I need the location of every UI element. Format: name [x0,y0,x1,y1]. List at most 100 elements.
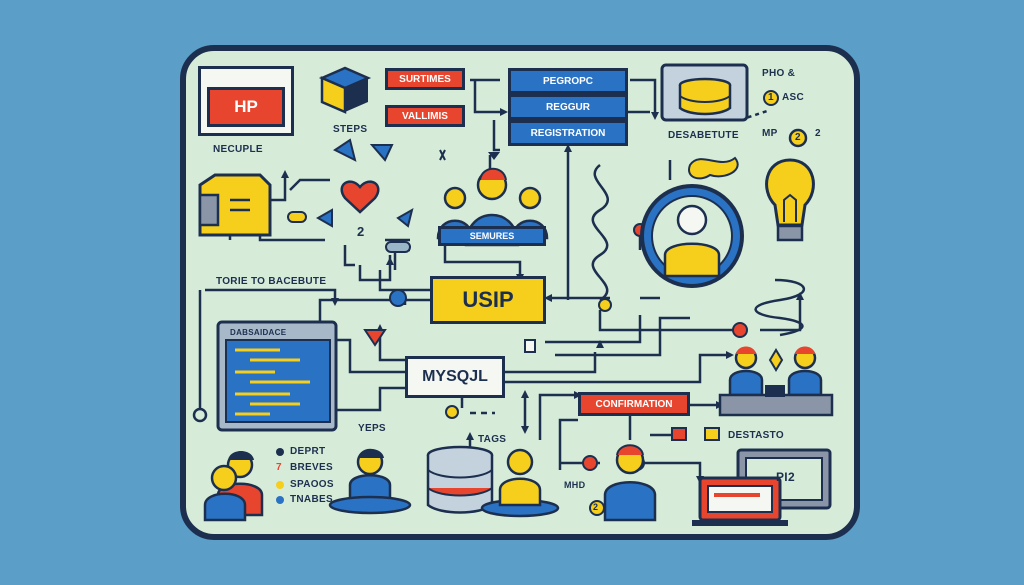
number-badge [589,500,605,516]
registration-item-3: REGISTRATION [508,120,628,146]
arrow-head [651,112,659,120]
connector-line [473,80,500,114]
code-panel-title: DABSAIDACE [230,328,287,337]
hp-label-box: HP [207,87,285,127]
pill-shape [385,241,411,253]
connector-line [640,461,702,480]
legend-line-1: PHO & [762,68,796,79]
node-circle [732,322,748,338]
connector-line [205,288,337,302]
legend-item-2: BREVES [290,462,333,473]
registration-item-1: PEGROPC [508,68,628,94]
people-pair-icon [203,451,264,522]
people-desk-icon [718,346,834,417]
legend-num-1: 1 [768,92,774,103]
node-circle [598,298,612,312]
users-badge: SEMURES [438,226,546,246]
connector-line [505,352,597,374]
pill-shape [287,211,307,223]
connector-line [492,120,500,152]
connector-line [343,245,355,267]
mysql-box: MYSQJL [405,356,505,398]
connector-line [739,108,771,122]
hp-window: HP [198,66,294,136]
code-editor-icon [216,320,338,432]
connector-line [555,316,690,357]
tag-vallimis: VALLIMIS [385,105,465,127]
connector-line [538,393,578,440]
database-icon [660,63,749,122]
tag-surtimes: SURTIMES [385,68,465,90]
arrow-head [726,351,734,359]
lightbulb-icon [765,158,815,242]
arrow-head [466,432,474,440]
arrow-head [488,152,500,160]
triangle-shape [396,207,414,228]
user-desk-icon [328,448,412,515]
connector-line [289,178,330,191]
connector-line [591,164,609,302]
connector-line [330,386,415,412]
legend-num-3: 2 [815,128,821,139]
tags-label: TAGS [478,434,507,445]
number-two: 2 [357,224,365,239]
legend-item-4: TNABES [290,494,333,505]
sparkle-icon [768,348,784,372]
legend-line-3: MP [762,128,778,139]
mhd-number: 2 [593,502,599,512]
mhd-label: MHD [564,480,586,490]
legend-marker-2: 7 [276,462,282,473]
connector-line [358,255,392,282]
monitor-text: PI2 [776,470,795,484]
triangle-shape [369,144,394,162]
legend-dot [276,496,284,504]
legend-item-1: DEPRT [290,446,326,457]
connector-line [754,278,805,337]
legend-num-2: 2 [795,132,801,143]
node-circle [389,289,407,307]
arrow-head [596,340,604,348]
database-caption: DESABETUTE [668,130,739,141]
registration-item-2: REGGUR [508,94,628,120]
connector-line [558,418,578,470]
heart-icon [340,180,380,214]
torie-label: TORIE TO BACEBUTE [216,276,327,287]
yeps-label: YEPS [358,423,386,434]
person-icon [603,444,657,522]
arrow-head [521,390,529,398]
node-circle [192,407,208,423]
arrow-head [281,170,289,178]
steps-label: STEPS [333,124,368,135]
node-square [524,339,536,353]
connector-line [630,78,657,112]
arrow-head [564,144,572,152]
spark-icon [439,149,446,161]
folder-icon [198,173,272,237]
connector-line [378,270,430,292]
arrow-head [386,257,394,265]
triangle-shape [363,329,387,347]
connector-line [545,315,642,344]
connector-line [443,240,522,278]
cloud-shape [688,156,739,180]
connector-line [505,353,730,384]
legend-dot [276,481,284,489]
hp-caption: NECUPLE [213,144,263,155]
legend-line-2: ASC [782,92,805,103]
triangle-shape [333,138,357,162]
number-badge [788,128,808,148]
avatar-icon [640,184,744,288]
confirmation-box: CONFIRMATION [578,392,690,416]
tag-shape [671,427,687,441]
legend-item-3: SPAOOS [290,479,334,490]
connector-line [270,175,287,202]
number-badge [582,455,598,471]
arrow-head [521,426,529,434]
tag-shape [704,427,720,441]
connector-line [598,310,740,332]
arrow-head [331,298,339,306]
triangle-shape [315,208,333,228]
legend-dot [276,448,284,456]
laptop-icon [692,476,788,526]
